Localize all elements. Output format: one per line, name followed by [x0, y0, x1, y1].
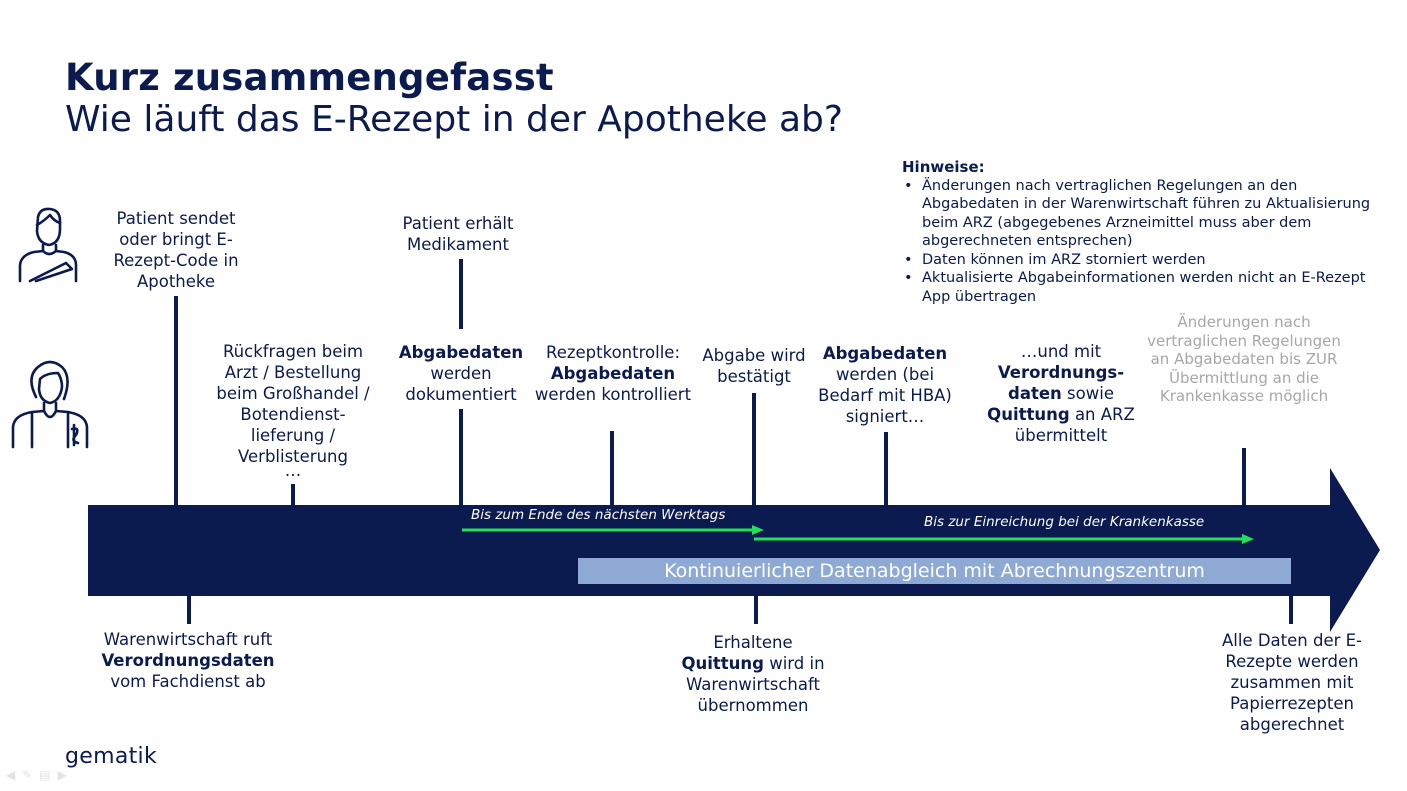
note-item: Aktualisierte Abgabeinformationen werden… [904, 269, 1372, 306]
gematik-logo: gematik [65, 744, 157, 769]
step-arz-text: an ARZ übermittelt [1014, 405, 1135, 445]
step-final: Alle Daten der E-Rezepte werden zusammen… [1221, 631, 1363, 734]
patient-icon [16, 205, 80, 285]
connector-confirmed [752, 393, 756, 505]
connector-queries [291, 484, 295, 505]
step-warenwirtschaft: Warenwirtschaft ruft Verordnungsdaten vo… [88, 629, 288, 692]
connector-control [610, 431, 614, 505]
step-receipt-text: wird in Warenwirtschaft übernommen [686, 654, 825, 715]
step-confirmed: Abgabe wird bestätigt [702, 346, 806, 386]
step-control-bold: Abgabedaten [550, 364, 676, 383]
step-documented: Abgabedaten werden dokumentiert [389, 342, 533, 405]
step-arz-mid: sowie [1067, 384, 1114, 403]
connector-warenwirtschaft [187, 596, 191, 624]
data-sync-box: Kontinuierlicher Datenabgleich mit Abrec… [578, 558, 1291, 584]
nav-pen-icon[interactable]: ✎ [22, 768, 40, 782]
connector-documented [459, 409, 463, 505]
step-receipt: Erhaltene Quittung wird in Warenwirtscha… [668, 632, 838, 716]
nav-back-icon[interactable]: ◀ [6, 768, 23, 782]
step-queries-ellipsis: … [284, 461, 302, 480]
connector-patient-receives [459, 259, 463, 329]
connector-signed [884, 432, 888, 505]
arrow2-label: Bis zur Einreichung bei der Krankenkasse [924, 514, 1205, 530]
step-changes: Änderungen nach vertraglichen Regelungen… [1147, 313, 1341, 405]
connector-receipt [754, 596, 758, 624]
step-ww-pre: Warenwirtschaft ruft [103, 630, 273, 649]
connector-final [1289, 596, 1293, 624]
step-signed-text: werden (bei Bedarf mit HBA) signiert… [818, 365, 952, 426]
step-arz: …und mit Verordnungs-daten sowie Quittun… [984, 341, 1138, 446]
step-signed-bold: Abgabedaten [822, 344, 948, 363]
step-ww-bold: Verordnungsdaten [101, 651, 275, 670]
slide-nav-controls[interactable]: ◀✎▤▶ [6, 768, 74, 782]
step-patient-sends: Patient sendet oder bringt E-Rezept-Code… [113, 209, 239, 291]
green-arrowhead-1 [752, 525, 764, 535]
step-arz-pre: …und mit [1020, 342, 1102, 361]
pharmacist-icon [10, 357, 92, 449]
step-control: Rezeptkontrolle: Abgabedaten werden kont… [533, 342, 693, 405]
step-receipt-bold: Quittung [681, 654, 764, 673]
notes-box: Hinweise: Änderungen nach vertraglichen … [902, 158, 1372, 306]
page-title: Kurz zusammengefasst [65, 56, 554, 99]
step-queries: Rückfragen beim Arzt / Bestellung beim G… [206, 341, 380, 480]
step-ww-text: vom Fachdienst ab [110, 672, 266, 691]
green-arrowhead-2 [1242, 534, 1254, 544]
step-control-pre: Rezeptkontrolle: [545, 343, 680, 362]
step-documented-text: werden dokumentiert [405, 364, 517, 404]
note-item: Daten können im ARZ storniert werden [904, 251, 1372, 270]
timeline-bar [88, 468, 1380, 632]
step-control-text: werden kontrolliert [534, 385, 692, 404]
step-signed: Abgabedaten werden (bei Bedarf mit HBA) … [812, 343, 958, 427]
step-queries-text: Rückfragen beim Arzt / Bestellung beim G… [216, 342, 370, 466]
step-receipt-pre: Erhaltene [713, 633, 793, 652]
connector-patient-sends [174, 296, 178, 505]
nav-forward-icon[interactable]: ▶ [57, 768, 74, 782]
page-subtitle: Wie läuft das E-Rezept in der Apotheke a… [65, 99, 843, 140]
step-arz-bold2: Quittung [987, 405, 1070, 424]
nav-menu-icon[interactable]: ▤ [39, 768, 58, 782]
step-documented-bold: Abgabedaten [398, 343, 524, 362]
connector-changes [1242, 448, 1246, 505]
arrow1-label: Bis zum Ende des nächsten Werktags [471, 507, 726, 523]
note-item: Änderungen nach vertraglichen Regelungen… [904, 177, 1372, 251]
step-patient-receives: Patient erhält Medikament [402, 214, 514, 254]
notes-heading: Hinweise: [902, 158, 985, 176]
step-arz-bold1: Verordnungs-daten [997, 363, 1125, 403]
